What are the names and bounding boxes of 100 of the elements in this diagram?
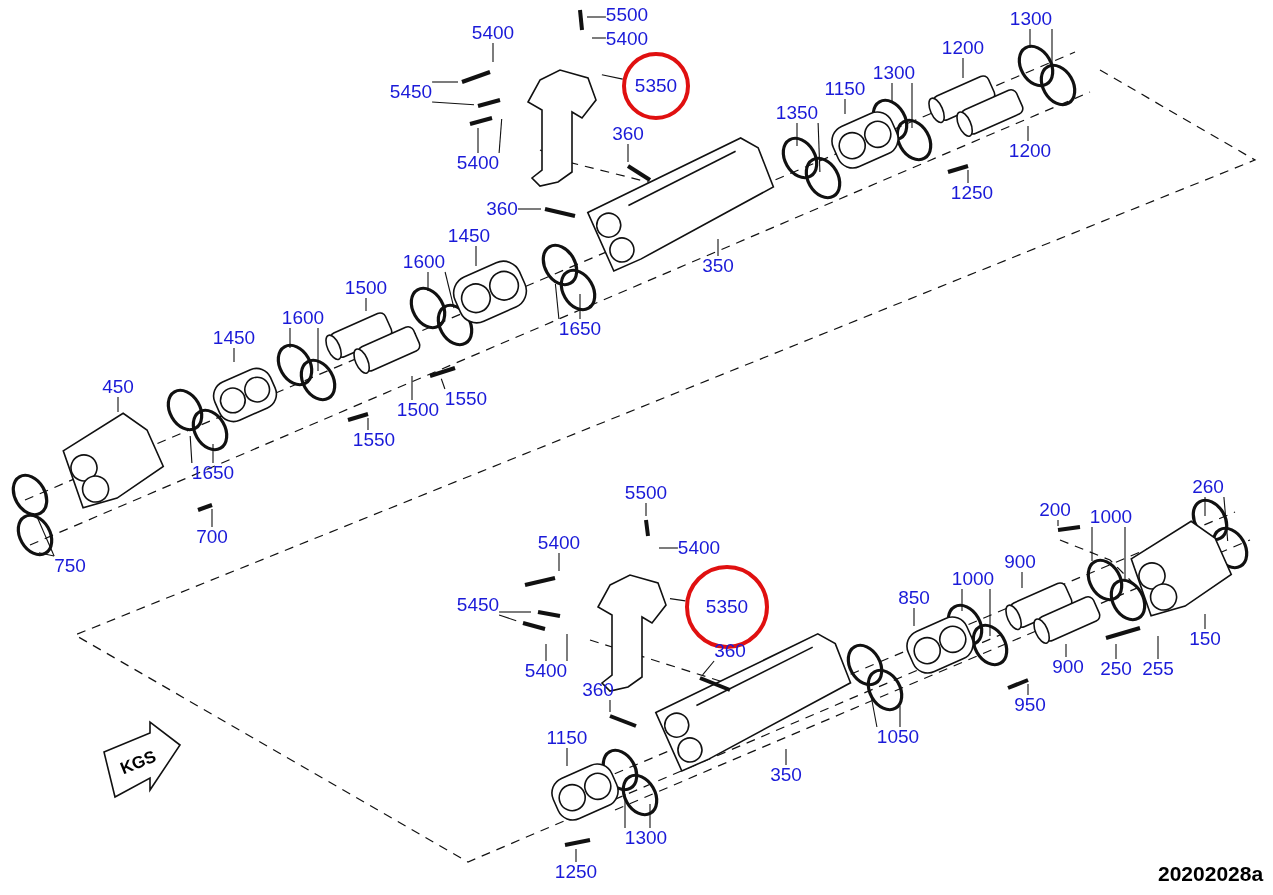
leader-line <box>554 283 560 320</box>
leader-line <box>233 347 235 363</box>
leader-line <box>212 443 214 464</box>
direction-label: KGS <box>117 746 160 780</box>
callout-number: 1050 <box>876 727 920 747</box>
leader-line <box>989 588 991 637</box>
callout-number: 5400 <box>605 29 649 49</box>
callout-number: 200 <box>1039 500 1071 520</box>
leader-line <box>365 297 367 312</box>
leader-line <box>1204 496 1206 517</box>
leader-line <box>367 417 369 431</box>
callout-number: 1350 <box>775 103 819 123</box>
callout-number: 1450 <box>212 328 256 348</box>
callout-number: 1600 <box>402 252 446 272</box>
callout-number: 5400 <box>456 153 500 173</box>
callout-number: 150 <box>1189 629 1221 649</box>
circled-callout-number: 5350 <box>622 52 690 120</box>
callout-number: 1300 <box>872 63 916 83</box>
leader-line <box>961 588 963 612</box>
leader-line <box>38 552 55 557</box>
callout-number: 1600 <box>281 308 325 328</box>
leader-line <box>796 122 798 147</box>
leader-line <box>566 633 568 662</box>
callout-number: 1650 <box>191 463 235 483</box>
leader-line <box>870 693 878 728</box>
leader-line <box>117 396 119 413</box>
leader-line <box>967 169 969 184</box>
leader-line <box>1091 526 1093 562</box>
leader-line <box>591 37 607 39</box>
leader-line <box>645 502 647 517</box>
callout-number: 360 <box>582 680 614 700</box>
callout-number: 350 <box>702 256 734 276</box>
leader-line <box>913 607 915 627</box>
leader-line <box>498 611 532 613</box>
leader-line <box>702 660 715 676</box>
callout-number: 900 <box>1004 552 1036 572</box>
callout-number: 1300 <box>624 828 668 848</box>
leader-line <box>477 127 479 154</box>
leader-line <box>545 643 547 662</box>
leader-line <box>1057 519 1059 527</box>
drawing-number: 20202028a <box>1158 862 1264 886</box>
callout-number: 5400 <box>537 533 581 553</box>
leader-line <box>717 238 719 257</box>
callout-number: 450 <box>102 377 134 397</box>
leader-line <box>1204 613 1206 630</box>
leader-line <box>444 271 455 309</box>
callout-number: 350 <box>770 765 802 785</box>
leader-line <box>1223 496 1229 542</box>
callout-number: 5500 <box>624 483 668 503</box>
leader-line <box>1027 683 1029 696</box>
callout-number: 5500 <box>605 5 649 25</box>
callout-number: 5450 <box>456 595 500 615</box>
leader-line <box>431 101 475 106</box>
callout-number: 1000 <box>951 569 995 589</box>
callout-number: 360 <box>612 124 644 144</box>
callout-number: 900 <box>1052 657 1084 677</box>
callout-number: 950 <box>1014 695 1046 715</box>
leader-line <box>1051 28 1053 67</box>
callout-number: 1250 <box>950 183 994 203</box>
leader-line <box>1157 635 1159 660</box>
callout-number: 5450 <box>389 82 433 102</box>
callout-number: 260 <box>1192 477 1224 497</box>
callout-number: 5400 <box>677 538 721 558</box>
leader-line <box>1021 571 1023 589</box>
leader-line <box>785 748 787 766</box>
callout-number: 1500 <box>396 400 440 420</box>
leader-line <box>498 118 503 154</box>
callout-number: 1500 <box>344 278 388 298</box>
leader-line <box>475 245 477 267</box>
callout-number: 700 <box>196 527 228 547</box>
leader-line <box>1065 643 1067 658</box>
leader-line <box>440 378 446 390</box>
leader-line <box>427 271 429 292</box>
callout-number: 1450 <box>447 226 491 246</box>
leader-line <box>289 327 291 349</box>
leader-line <box>627 143 629 163</box>
callout-number: 850 <box>898 588 930 608</box>
leader-line <box>1027 125 1029 142</box>
leader-line <box>962 57 964 79</box>
leader-line <box>492 42 494 63</box>
leader-line <box>36 515 55 557</box>
leader-line <box>658 547 679 549</box>
leader-line <box>609 699 611 713</box>
callout-number: 1650 <box>558 319 602 339</box>
callout-number: 1250 <box>554 862 598 882</box>
callout-number: 1000 <box>1089 507 1133 527</box>
callout-number: 1300 <box>1009 9 1053 29</box>
callout-number: 1200 <box>1008 141 1052 161</box>
leader-line <box>624 793 626 829</box>
callout-number: 1150 <box>546 728 588 748</box>
leader-line <box>601 74 624 80</box>
leader-line <box>891 82 893 103</box>
leader-line <box>517 208 542 210</box>
leader-line <box>431 81 459 83</box>
callout-number: 750 <box>54 556 86 576</box>
leader-line <box>411 375 413 401</box>
leader-line <box>899 705 901 728</box>
callout-number: 1200 <box>941 38 985 58</box>
leader-line <box>498 614 517 622</box>
leader-line <box>566 747 568 767</box>
